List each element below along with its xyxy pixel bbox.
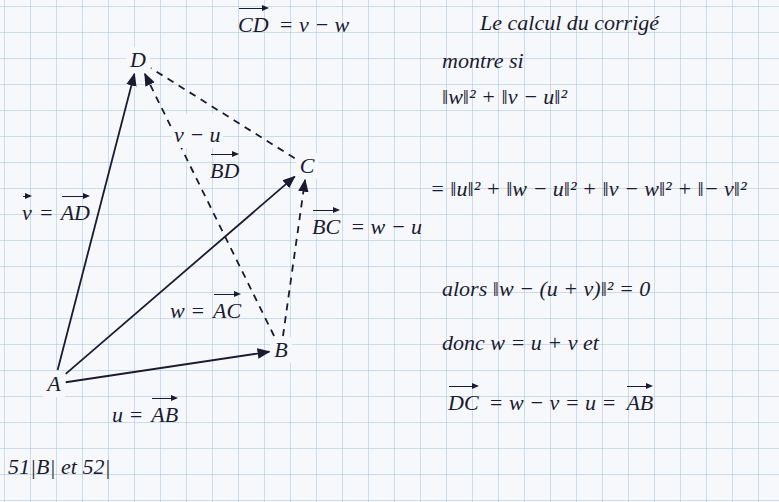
point-name: C [300, 154, 315, 178]
dashed-vector [283, 180, 305, 336]
vector-arrow [66, 177, 295, 374]
vector-name: AB [624, 382, 655, 416]
point-box: A [43, 371, 64, 397]
dashed-vector [151, 68, 295, 158]
vector-name: AC [211, 290, 243, 324]
point-name: A [47, 372, 60, 396]
point-box: B [270, 337, 291, 363]
dashed-vector [145, 74, 274, 336]
handwritten-note: v − u [172, 114, 223, 148]
handwritten-note: = w − v = u = [487, 382, 619, 416]
vector-name: BC [310, 206, 342, 240]
point-box: D [126, 47, 150, 73]
handwritten-note: w = [168, 290, 207, 324]
vector-name: CD [236, 4, 271, 38]
handwritten-note: montre si [440, 40, 526, 74]
handwritten-note: ‖w‖² + ‖v − u‖² [440, 76, 569, 110]
handwritten-note: alors ‖w − (u + v)‖² = 0 [440, 268, 652, 302]
handwritten-note: u = [110, 394, 145, 428]
vector-arrow [66, 352, 270, 382]
handwritten-note: = w − u [348, 206, 424, 240]
handwritten-note: Le calcul du corrigé [478, 2, 661, 36]
point-name: B [274, 338, 287, 362]
vector-name: AD [59, 192, 92, 226]
vector-name: v [20, 192, 34, 226]
handwritten-note: 51|B| et 52| [6, 446, 112, 480]
handwritten-note: = ‖u‖² + ‖w − u‖² + ‖v − w‖² + ‖− v‖² [428, 168, 749, 202]
point-box: C [296, 153, 319, 179]
handwritten-note: = v − w [277, 4, 352, 38]
vector-name: AB [149, 394, 180, 428]
handwritten-note: donc w = u + v et [440, 322, 601, 356]
vector-name: DC [446, 382, 481, 416]
handwritten-note: = [37, 192, 56, 226]
point-name: D [130, 48, 146, 72]
vector-name: BD [208, 150, 241, 184]
